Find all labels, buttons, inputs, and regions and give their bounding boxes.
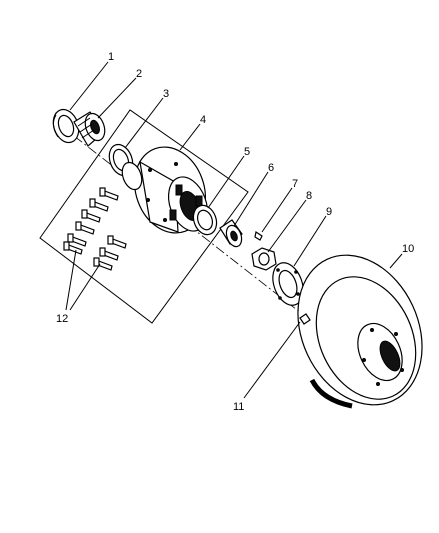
callout-10: 10 — [402, 243, 414, 255]
callout-2: 2 — [136, 68, 142, 80]
leader-lines — [65, 61, 403, 399]
callout-6: 6 — [268, 162, 274, 174]
part-10-brake-drum — [297, 254, 423, 409]
callout-12: 12 — [56, 313, 68, 325]
part-1-seal — [52, 108, 80, 144]
part-7-cotter-pin — [254, 231, 263, 241]
callout-9: 9 — [326, 206, 332, 218]
callout-8: 8 — [306, 190, 312, 202]
part-5-outer-bearing-cup — [192, 204, 218, 236]
part-9-gasket — [272, 262, 304, 306]
callout-1: 1 — [108, 51, 114, 63]
part-6-outer-bearing-cone — [219, 219, 243, 248]
hub-kit-frame — [39, 109, 249, 324]
part-2-bearing-cone — [73, 111, 106, 147]
callout-3: 3 — [163, 88, 169, 100]
part-12-studs — [63, 187, 127, 271]
callout-5: 5 — [244, 146, 250, 158]
part-11-bolt — [299, 313, 311, 325]
callout-11: 11 — [233, 401, 244, 413]
part-8-nut — [251, 247, 277, 271]
callout-7: 7 — [292, 178, 298, 190]
callout-4: 4 — [200, 114, 206, 126]
